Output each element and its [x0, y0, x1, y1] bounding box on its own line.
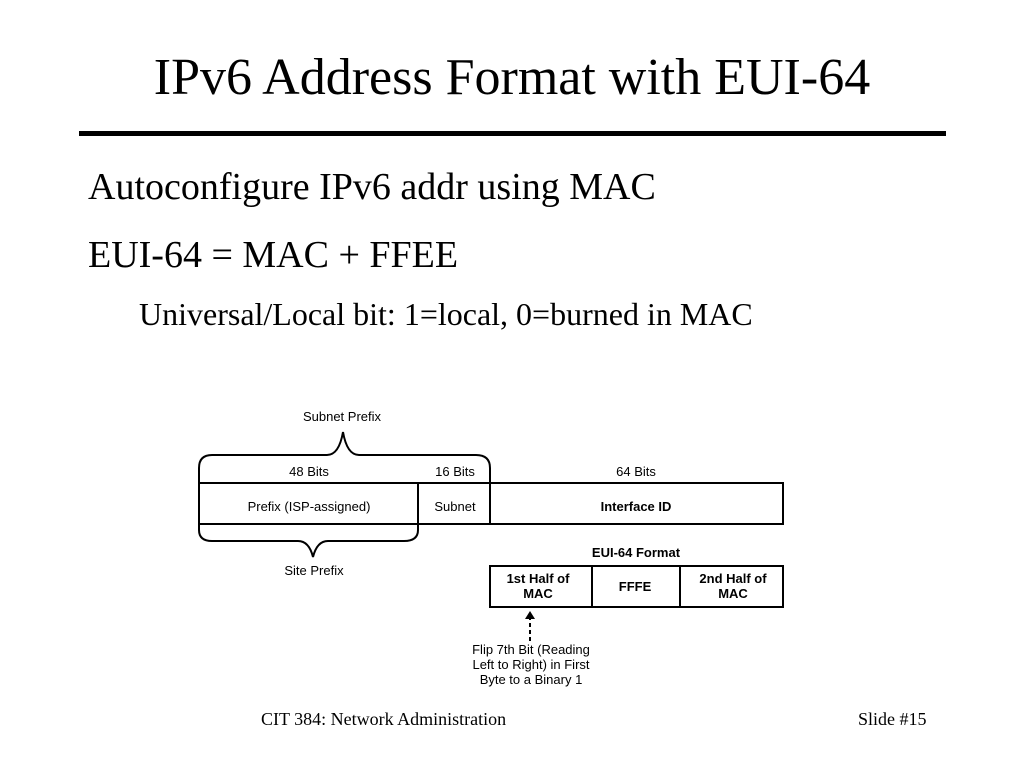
subnet-prefix-brace: [198, 431, 491, 483]
title-underline: [79, 131, 946, 136]
site-prefix-label: Site Prefix: [284, 563, 344, 578]
flip-bit-note-line2: Left to Right) in First: [472, 657, 589, 672]
eui64-second-half-mac-line2: MAC: [718, 586, 748, 601]
bullet-eui64-definition: EUI-64 = MAC + FFEE: [88, 234, 459, 276]
subnet-prefix-label: Subnet Prefix: [303, 409, 382, 424]
footer-slide-number: Slide #15: [858, 709, 927, 729]
eui64-second-half-mac-line1: 2nd Half of: [699, 571, 767, 586]
eui64-format-title: EUI-64 Format: [592, 545, 681, 560]
interface-id-bits-label: 64 Bits: [616, 464, 656, 479]
flip-bit-note-line1: Flip 7th Bit (Reading: [472, 642, 590, 657]
prefix-field: Prefix (ISP-assigned): [248, 499, 371, 514]
site-prefix-brace: [198, 524, 419, 558]
prefix-bits-label: 48 Bits: [289, 464, 329, 479]
eui64-first-half-mac-line1: 1st Half of: [507, 571, 571, 586]
slide-title: IPv6 Address Format with EUI-64: [153, 49, 871, 106]
flip-bit-arrow-head: [525, 611, 535, 619]
bullet-autoconfigure: Autoconfigure IPv6 addr using MAC: [88, 166, 656, 208]
eui64-format-row: [489, 565, 784, 608]
flip-bit-note-line3: Byte to a Binary 1: [480, 672, 583, 687]
footer-course-name: CIT 384: Network Administration: [261, 709, 507, 729]
interface-id-field: Interface ID: [601, 499, 672, 514]
subnet-field: Subnet: [434, 499, 476, 514]
eui64-fffe-field: FFFE: [619, 579, 652, 594]
subnet-bits-label: 16 Bits: [435, 464, 475, 479]
eui64-first-half-mac-line2: MAC: [523, 586, 553, 601]
sub-bullet-universal-local-bit: Universal/Local bit: 1=local, 0=burned i…: [139, 296, 753, 332]
